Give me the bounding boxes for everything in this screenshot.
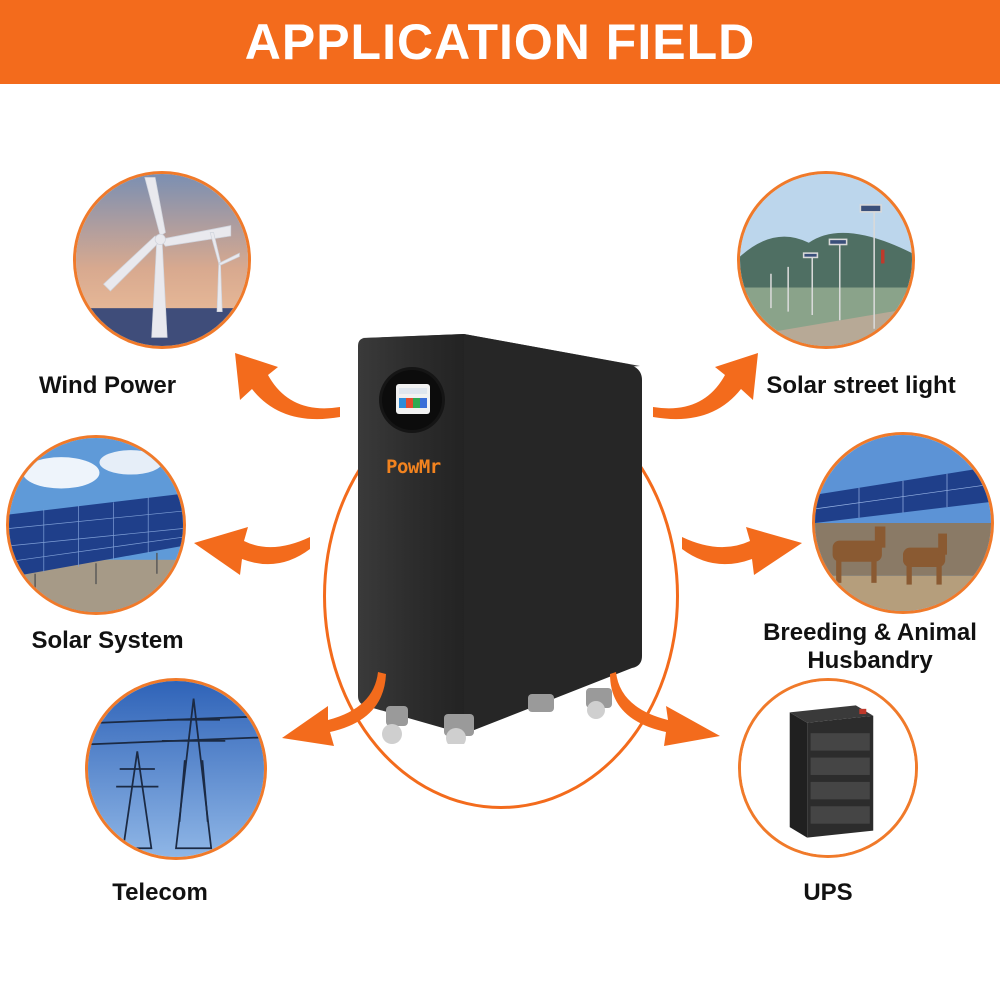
label-ups: UPS — [803, 879, 853, 906]
label-solar-street-light: Solar street light — [766, 372, 956, 399]
breeding-photo — [812, 432, 994, 614]
solar-street-light-photo — [737, 171, 915, 349]
telecom-photo — [85, 678, 267, 860]
label-telecom: Telecom — [112, 879, 208, 906]
ups-photo — [738, 678, 918, 858]
label-wind-power: Wind Power — [38, 372, 177, 399]
battery-product-image — [358, 334, 642, 744]
arrow-to-solar-system — [194, 527, 310, 575]
brand-logo: PowMr — [386, 456, 441, 478]
label-solar-system: Solar System — [31, 627, 184, 654]
arrow-to-ups — [610, 672, 720, 746]
wind-power-photo — [73, 171, 251, 349]
page-title: APPLICATION FIELD — [244, 14, 756, 70]
arrow-to-wind-power — [235, 353, 340, 420]
arrow-to-telecom — [282, 672, 386, 746]
label-breeding-line2: Husbandry — [807, 647, 933, 674]
arrow-to-solar-street-light — [653, 353, 758, 420]
header-banner — [0, 0, 1000, 84]
solar-system-photo — [6, 435, 186, 615]
label-breeding-line1: Breeding & Animal — [763, 619, 977, 646]
arrow-to-breeding — [682, 527, 802, 575]
